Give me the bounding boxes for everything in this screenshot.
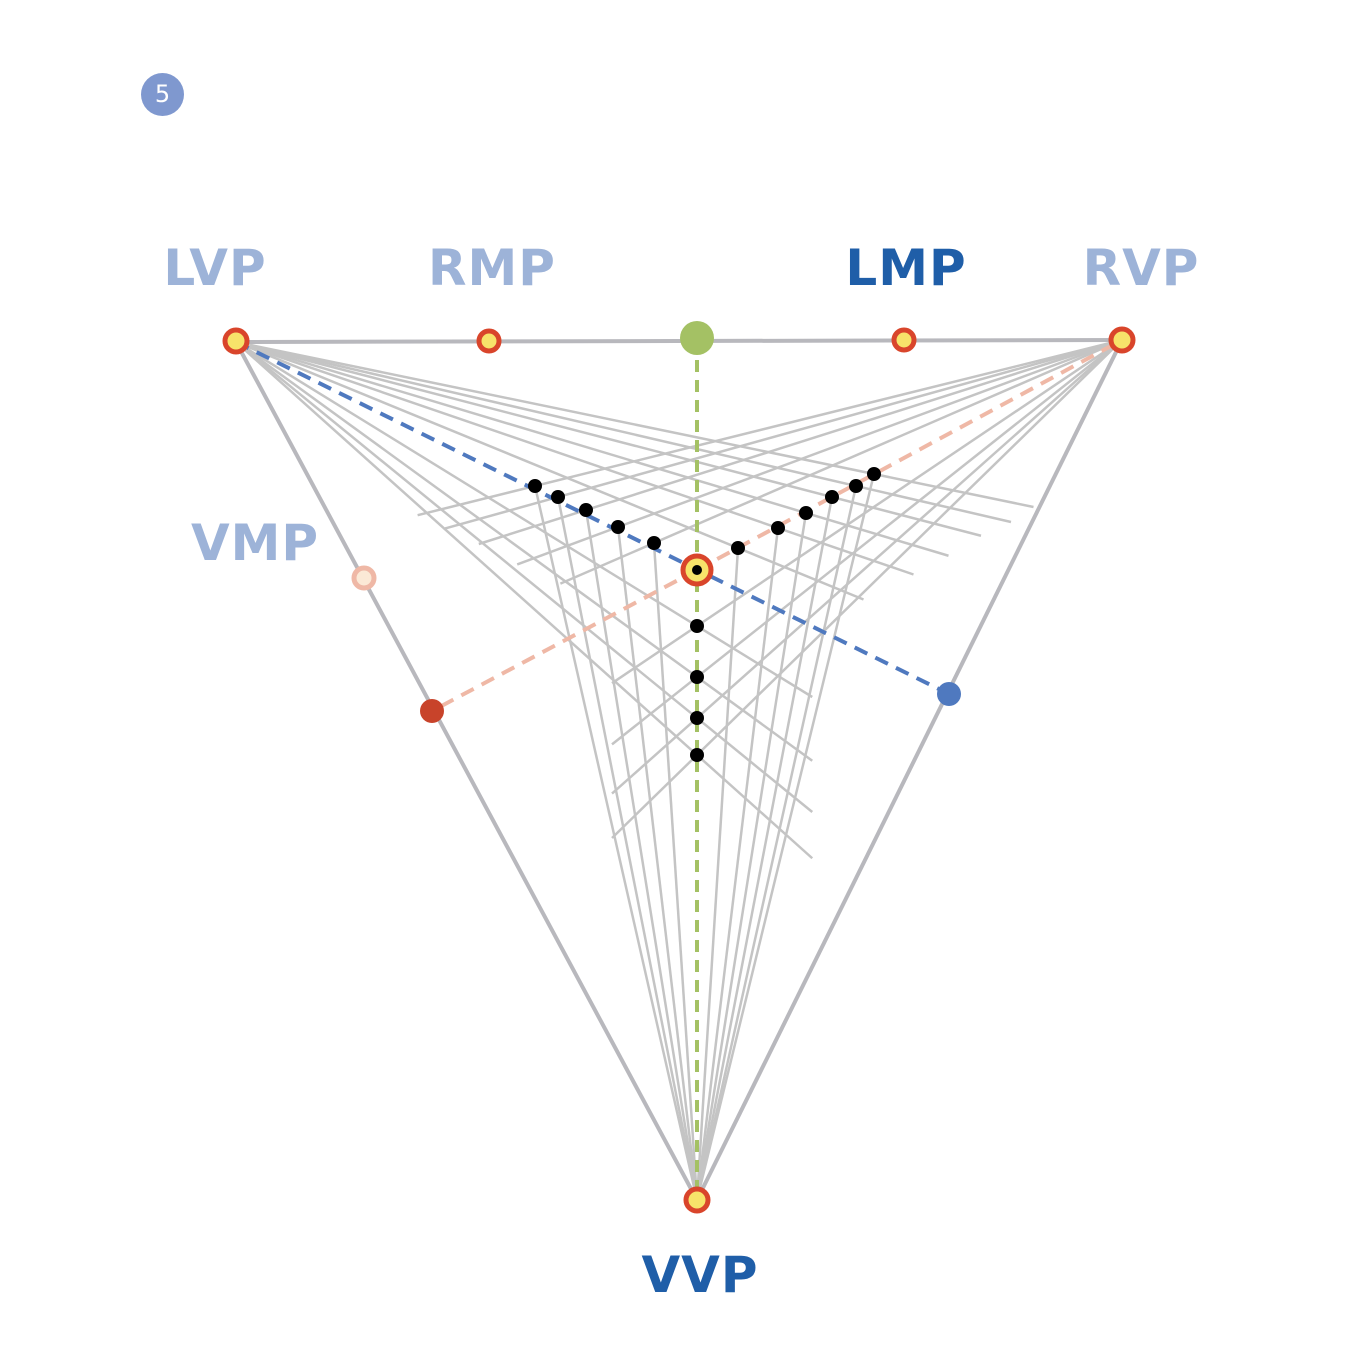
grid-dot — [731, 541, 745, 555]
construction-line — [235, 340, 1012, 524]
construction-line — [611, 339, 1123, 839]
grid-dot — [849, 479, 863, 493]
construction-line — [695, 496, 834, 1201]
construction-line — [235, 340, 949, 557]
grid-dot — [611, 520, 625, 534]
construction-line — [695, 473, 876, 1201]
construction-line — [516, 338, 1123, 566]
grid-dot — [551, 490, 565, 504]
rmp-label: RMP — [428, 239, 556, 297]
center-green-point — [680, 321, 714, 355]
vvp-label: VVP — [641, 1246, 758, 1304]
lmp-point — [891, 327, 917, 353]
red-point — [420, 699, 444, 723]
lmp-label: LMP — [845, 239, 966, 297]
rvp-point — [1108, 326, 1136, 354]
construction-line — [695, 547, 740, 1201]
vmp-point — [351, 565, 377, 591]
construction-line — [695, 485, 858, 1201]
grid-dot — [799, 506, 813, 520]
grid-dot — [647, 536, 661, 550]
left-edge-line — [234, 341, 699, 1201]
construction-fans — [235, 338, 1123, 1201]
grid-dot — [528, 479, 542, 493]
construction-line — [611, 339, 1123, 746]
vvp-point — [683, 1186, 711, 1214]
rvp-label: RVP — [1083, 239, 1200, 297]
step-number-badge: 5 — [141, 73, 184, 116]
blue-dashed-line — [235, 340, 950, 696]
construction-line — [235, 341, 814, 813]
blue-point — [937, 682, 961, 706]
origin-center-dot — [692, 565, 702, 575]
lvp-point — [222, 327, 250, 355]
construction-line — [235, 340, 914, 576]
construction-line — [695, 512, 808, 1201]
rmp-point — [476, 328, 502, 354]
construction-line — [235, 341, 814, 860]
salmon-dashed-line-lower — [431, 568, 698, 713]
construction-line — [611, 338, 1123, 685]
grid-dot — [825, 490, 839, 504]
construction-line — [695, 527, 780, 1201]
construction-line — [235, 340, 1034, 509]
horizon-line — [235, 338, 1123, 344]
lvp-label: LVP — [163, 239, 266, 297]
construction-line — [616, 526, 699, 1201]
vmp-label: VMP — [191, 514, 319, 572]
construction-line — [235, 340, 813, 699]
grid-dots — [528, 467, 881, 762]
construction-line — [584, 509, 699, 1201]
salmon-dashed-line-upper — [696, 338, 1123, 572]
construction-line — [533, 485, 699, 1201]
grid-dot — [690, 619, 704, 633]
construction-line — [556, 496, 699, 1201]
grid-dot — [690, 748, 704, 762]
construction-line — [235, 340, 813, 762]
grid-dot — [579, 503, 593, 517]
grid-dot — [867, 467, 881, 481]
grid-dot — [690, 711, 704, 725]
grid-dot — [690, 670, 704, 684]
right-edge-line — [695, 339, 1124, 1201]
construction-line — [652, 542, 699, 1201]
grid-dot — [771, 521, 785, 535]
construction-line — [235, 340, 864, 601]
construction-line — [235, 340, 982, 537]
